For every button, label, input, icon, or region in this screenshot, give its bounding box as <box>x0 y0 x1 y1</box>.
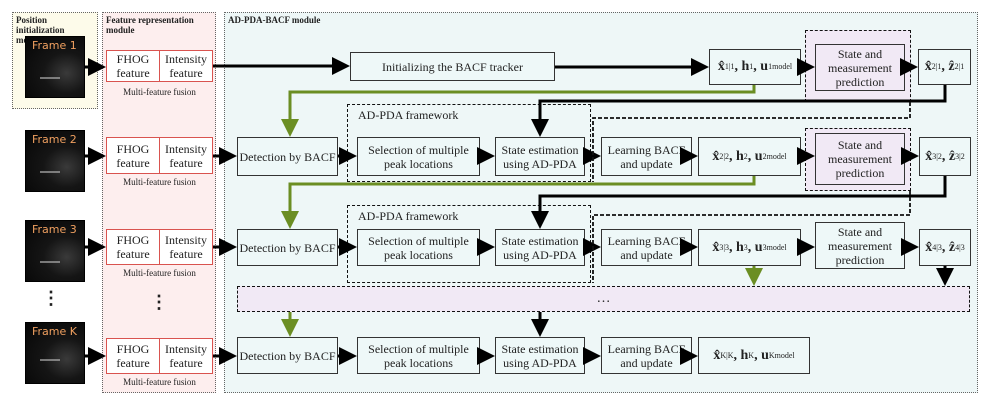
framework-label: AD-PDA framework <box>358 108 459 122</box>
prediction-box-3: State and measurement prediction <box>815 222 905 269</box>
learning-box-k: Learning BACF and update <box>601 337 692 374</box>
estimation-box-k: State estimation using AD-PDA <box>495 337 585 374</box>
estimation-box-3: State estimation using AD-PDA <box>495 229 585 266</box>
learning-box-2: Learning BACF and update <box>601 137 692 176</box>
estimation-box-2: State estimation using AD-PDA <box>495 137 585 176</box>
frame-1-image: Frame 1 <box>25 36 85 98</box>
feedback-arrow-green <box>281 85 756 137</box>
feedback-arrow-green <box>281 176 756 229</box>
frame-2-image: Frame 2 <box>25 130 85 192</box>
features-ellipsis: ⋮ <box>150 292 168 312</box>
dashed-outline <box>592 102 911 182</box>
adpda-framework-1: AD-PDA framework <box>347 104 591 182</box>
framework-label: AD-PDA framework <box>358 209 459 223</box>
fhog-feature: FHOG feature <box>107 230 160 264</box>
prediction-box-1: State and measurement prediction <box>815 44 905 91</box>
feedback-arrow-black <box>531 176 947 229</box>
ellipsis-band: … <box>237 286 970 312</box>
fusion-label: Multi-feature fusion <box>123 377 196 387</box>
adpda-module-title: AD-PDA-BACF module <box>228 15 321 25</box>
ellipsis-label: … <box>596 291 611 306</box>
detection-box-2: Detection by BACF <box>237 137 338 176</box>
detection-box-3: Detection by BACF <box>237 229 338 266</box>
prediction-box-2: State and measurement prediction <box>815 133 905 185</box>
fusion-label: Multi-feature fusion <box>123 177 196 187</box>
fhog-feature: FHOG feature <box>107 339 160 373</box>
intensity-feature: Intensity feature <box>165 141 207 170</box>
frame-label: Frame K <box>32 325 77 338</box>
frame-label: Frame 2 <box>32 133 77 146</box>
selection-box-2: Selection of multiple peak locations <box>357 137 480 176</box>
learning-box-3: Learning BACF and update <box>601 229 692 266</box>
frame-label: Frame 3 <box>32 223 77 236</box>
fusion-label: Multi-feature fusion <box>123 268 196 278</box>
selection-box-3: Selection of multiple peak locations <box>357 229 480 266</box>
feature-module-title: Feature representation module <box>106 15 194 35</box>
fusion-label: Multi-feature fusion <box>123 87 196 97</box>
fhog-feature: FHOG feature <box>107 138 160 173</box>
fhog-feature: FHOG feature <box>107 51 160 81</box>
frame-k-image: Frame K <box>25 322 85 384</box>
dashed-outline <box>592 191 911 283</box>
frame-3-image: Frame 3 <box>25 220 85 282</box>
selection-box-k: Selection of multiple peak locations <box>357 337 480 374</box>
intensity-feature: Intensity feature <box>165 52 207 80</box>
feedback-arrow-black <box>531 85 947 137</box>
intensity-feature: Intensity feature <box>165 233 207 261</box>
detection-box-k: Detection by BACF <box>237 337 338 374</box>
init-bacf-box: Initializing the BACF tracker <box>350 52 555 81</box>
frame-label: Frame 1 <box>32 39 77 52</box>
intensity-feature: Intensity feature <box>165 342 207 370</box>
frames-ellipsis: ⋮ <box>42 288 60 308</box>
